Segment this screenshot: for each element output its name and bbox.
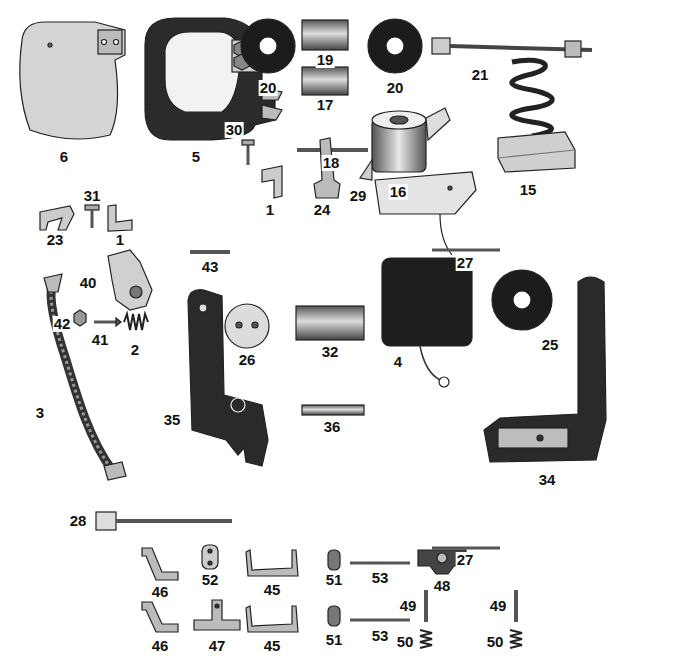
- callout-number: 42: [53, 316, 72, 332]
- callout-number: 17: [316, 97, 335, 113]
- callout-number: 49: [399, 598, 418, 614]
- callout-number: 27: [456, 552, 475, 568]
- callout-number: 40: [79, 275, 98, 291]
- callout-number: 31: [83, 188, 102, 204]
- callout-number: 51: [325, 572, 344, 588]
- callout-number: 36: [323, 419, 342, 435]
- callout-number: 43: [201, 259, 220, 275]
- callout-number: 1: [115, 232, 125, 248]
- callout-number: 52: [201, 572, 220, 588]
- callout-number: 50: [486, 634, 505, 650]
- callout-number: 29: [349, 188, 368, 204]
- callout-number: 20: [259, 80, 278, 96]
- callout-number: 27: [456, 255, 475, 271]
- callout-number: 45: [263, 582, 282, 598]
- callout-number: 18: [322, 155, 341, 171]
- callout-number: 24: [313, 202, 332, 218]
- callout-number: 1: [265, 202, 275, 218]
- callout-number: 49: [489, 598, 508, 614]
- callout-number: 35: [163, 412, 182, 428]
- callout-number: 53: [371, 628, 390, 644]
- callout-number: 16: [389, 184, 408, 200]
- callout-number: 30: [225, 122, 244, 138]
- callout-number: 15: [519, 182, 538, 198]
- callout-number: 4: [393, 354, 403, 370]
- callout-number: 25: [541, 337, 560, 353]
- callout-number: 51: [325, 632, 344, 648]
- callout-number: 46: [151, 584, 170, 600]
- callout-number: 45: [263, 638, 282, 654]
- callout-number: 26: [238, 352, 257, 368]
- callout-number: 32: [321, 344, 340, 360]
- callout-number: 47: [208, 638, 227, 654]
- callout-number: 28: [69, 513, 88, 529]
- callout-number: 21: [471, 67, 490, 83]
- callout-number: 46: [151, 638, 170, 654]
- callout-number: 20: [386, 80, 405, 96]
- callout-number: 6: [59, 149, 69, 165]
- callout-number: 19: [316, 52, 335, 68]
- callout-number: 2: [130, 342, 140, 358]
- callout-number: 50: [396, 634, 415, 650]
- callout-number: 23: [46, 232, 65, 248]
- callout-number: 41: [91, 332, 110, 348]
- callout-number: 34: [538, 472, 557, 488]
- callout-number: 48: [433, 578, 452, 594]
- callout-number: 53: [371, 570, 390, 586]
- callout-number: 3: [35, 405, 45, 421]
- callout-number: 5: [191, 149, 201, 165]
